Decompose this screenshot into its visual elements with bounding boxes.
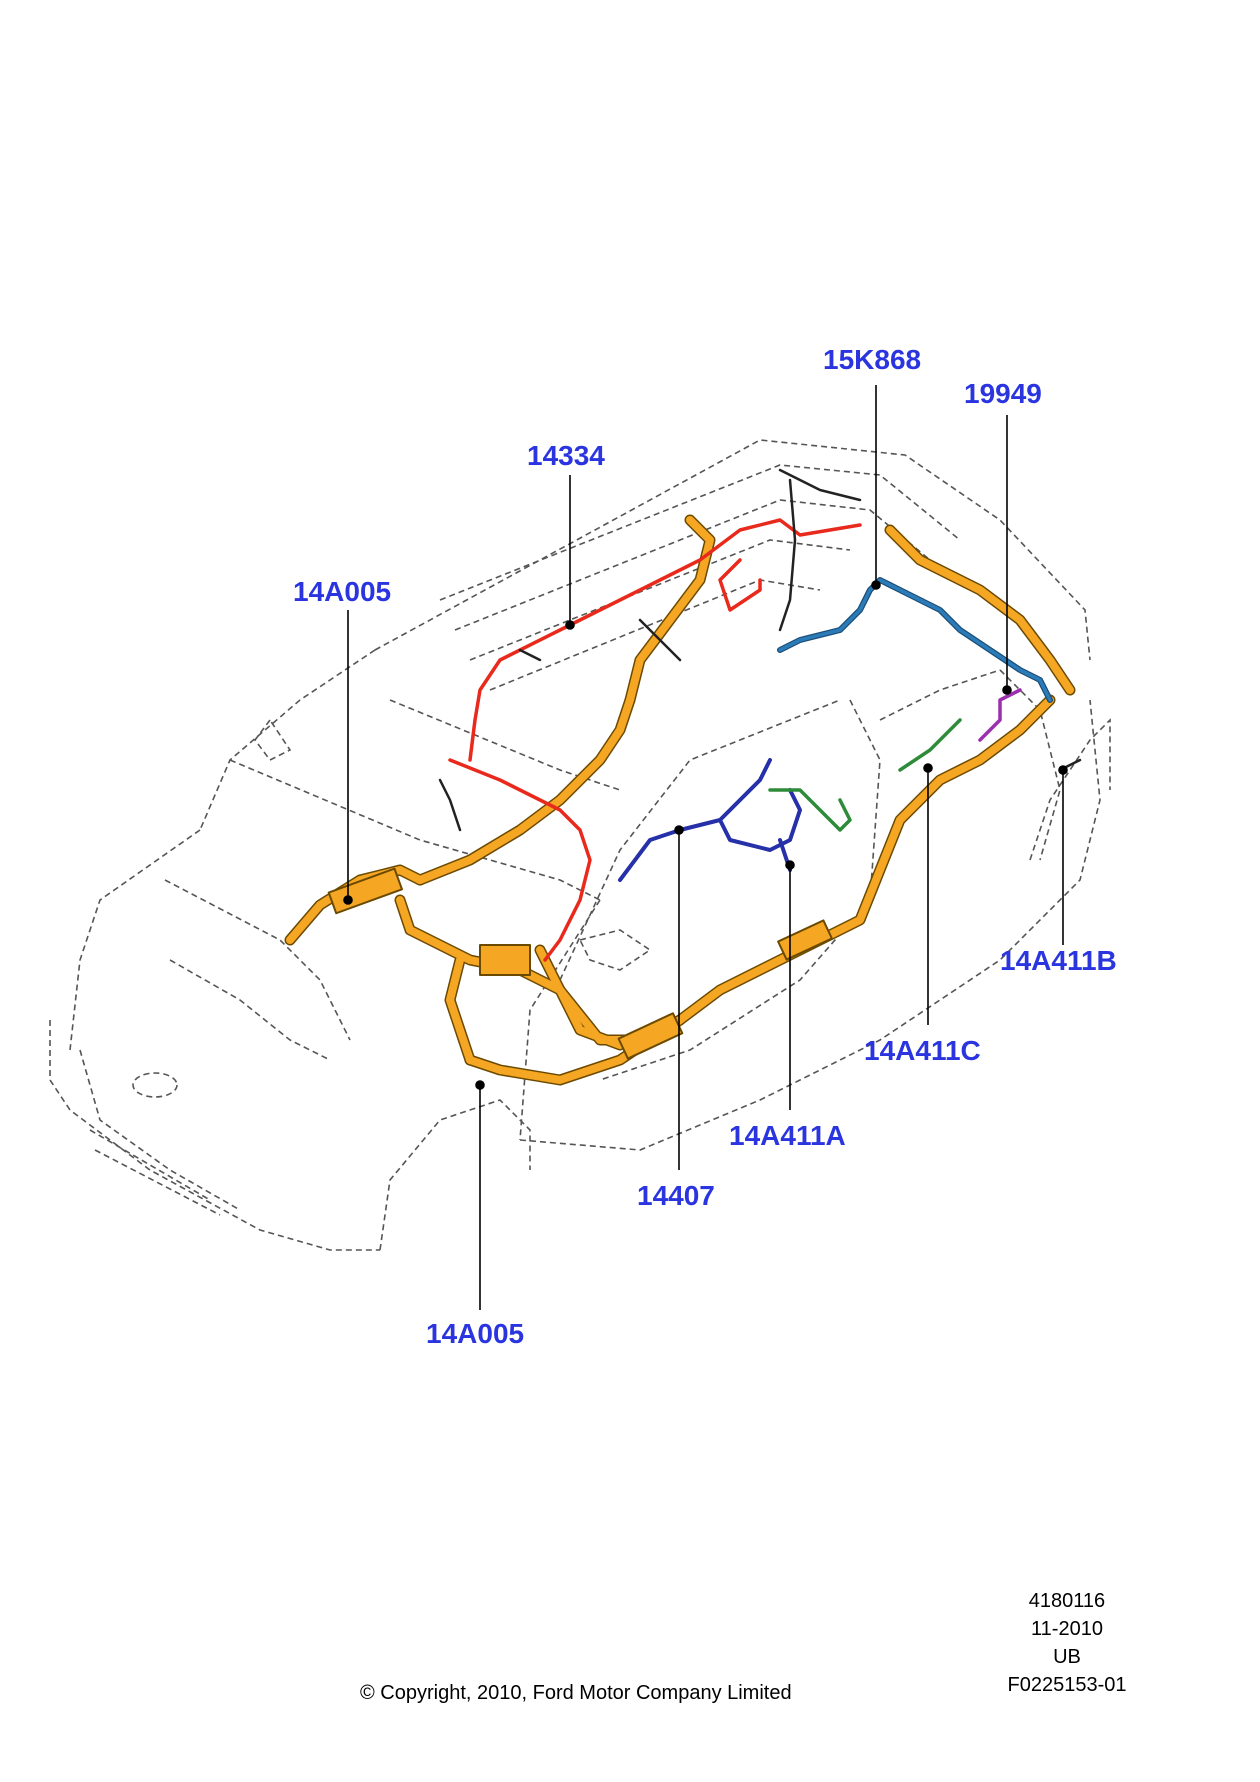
callout-19949: 19949 (964, 378, 1042, 409)
callout-15k868: 15K868 (823, 344, 922, 375)
callout-14407: 14407 (637, 1180, 715, 1211)
callout-14a005-upper: 14A005 (293, 576, 392, 607)
meta-line-3: UB (1053, 1646, 1081, 1668)
meta-line-2: 11-2010 (1031, 1618, 1103, 1640)
callout-14334: 14334 (527, 440, 605, 471)
meta-line-4: F0225153-01 (1007, 1674, 1127, 1696)
callout-14a411c: 14A411C (864, 1035, 981, 1066)
meta-line-1: 4180116 (1028, 1590, 1106, 1612)
vehicle-outline (49, 439, 1111, 1251)
main-harness (284, 514, 1076, 1086)
copyright-notice: © Copyright, 2010, Ford Motor Company Li… (360, 1682, 792, 1704)
callout-14a005-lower: 14A005 (426, 1318, 525, 1349)
door-harness-c (768, 718, 962, 832)
callout-leaders (343, 385, 1068, 1310)
harness-19949 (978, 688, 1022, 742)
rear-harness (777, 577, 1053, 703)
callout-14a411b: 14A411B (1000, 945, 1117, 976)
door-harness-a (618, 758, 802, 882)
roof-harness (448, 518, 862, 962)
callout-14a411a: 14A411A (729, 1120, 846, 1151)
